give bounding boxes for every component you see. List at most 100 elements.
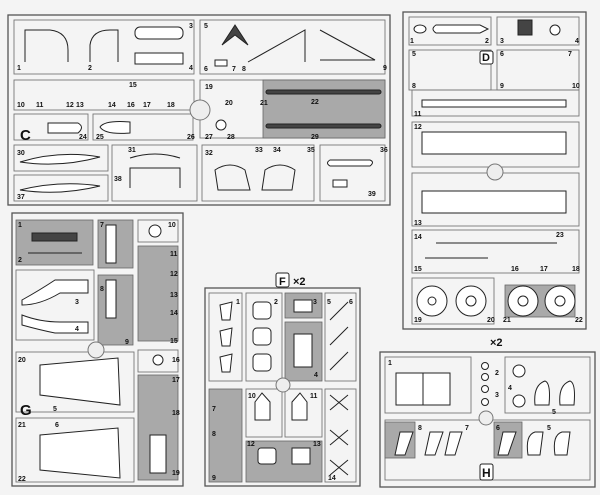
part-number: 36: [380, 147, 388, 154]
part-number: 10: [17, 102, 25, 109]
part-number: 2: [18, 257, 22, 264]
part-number: 21: [260, 100, 268, 107]
part-number: 3: [313, 299, 317, 306]
part-number: 22: [18, 476, 26, 483]
part-number: 10: [248, 393, 256, 400]
sprue-f-frame: [204, 287, 361, 487]
part-number: 2: [274, 299, 278, 306]
part-number: 11: [170, 251, 178, 258]
part-number: 14: [328, 475, 336, 482]
part-number: 11: [414, 111, 422, 118]
part-number: 7: [465, 425, 469, 432]
sprue-letter: D: [482, 52, 490, 64]
part-number: 34: [273, 147, 281, 154]
sprue-f: F ×2 1 2 3 5 6 4 10: [204, 272, 361, 487]
part-number: 2: [485, 38, 489, 45]
part-number: 10: [168, 222, 176, 229]
part-number: 29: [311, 134, 319, 141]
part-number: 10: [572, 83, 580, 90]
part-number: 26: [187, 134, 195, 141]
part-numbers: 1 2 3 4 5 6 7 8 9 10 11 12 13 14 15 16 1…: [410, 38, 583, 324]
part-number: 9: [212, 475, 216, 482]
part-number: 33: [255, 147, 263, 154]
shaded-area: [262, 79, 386, 139]
part-number: 16: [127, 102, 135, 109]
part-number: 6: [500, 51, 504, 58]
rod-part-29: [265, 123, 382, 129]
part-number: 1: [410, 38, 414, 45]
sprue-h-frame: [379, 351, 596, 488]
part-number: 4: [75, 326, 79, 333]
part-number: 12: [170, 271, 178, 278]
part-number: 4: [575, 38, 579, 45]
part-number: 13: [414, 220, 422, 227]
part-number: 5: [552, 409, 556, 416]
part-number: 13: [170, 292, 178, 299]
sprue-d-frame: [402, 11, 587, 330]
part-number: 15: [129, 82, 137, 89]
sprue-g-frame: [11, 212, 184, 487]
part-number: 8: [242, 66, 246, 73]
part-number: 17: [143, 102, 151, 109]
part-number: 18: [167, 102, 175, 109]
part-number: 18: [172, 410, 180, 417]
part-number: 21: [503, 317, 511, 324]
sprue-c-frame: [7, 14, 391, 206]
part-number: 1: [388, 360, 392, 367]
part-number: 22: [311, 99, 319, 106]
rod-part-22: [265, 89, 382, 95]
part-number: 39: [368, 191, 376, 198]
part-number: 1: [17, 65, 21, 72]
part-number: 5: [53, 406, 57, 413]
part-number: 37: [17, 194, 25, 201]
part-number: 2: [495, 370, 499, 377]
canopy-frame-part: [24, 29, 119, 62]
part-number: 3: [495, 392, 499, 399]
part-number: 1: [18, 222, 22, 229]
sprue-h: ×2 H 1 2 3 4 5 8 7 6: [379, 337, 596, 488]
part-number: 8: [212, 431, 216, 438]
sprue-letter: G: [20, 402, 32, 419]
part-number: 8: [412, 83, 416, 90]
part-numbers: 1 2 3 4 5 8 7 6 5: [388, 360, 556, 432]
part-number: 18: [572, 266, 580, 273]
part-number: 21: [18, 422, 26, 429]
part-number: 19: [414, 317, 422, 324]
part-number: 4: [508, 385, 512, 392]
part-number: 17: [540, 266, 548, 273]
part-number: 12: [414, 124, 422, 131]
part-number: 16: [511, 266, 519, 273]
quantity-label: ×2: [490, 337, 503, 349]
part-number: 24: [79, 134, 87, 141]
sprue-g: G 1 2 7 10 11 12 13 14 15 3 4 8 9 20 5 1…: [11, 212, 184, 487]
part-number: 5: [327, 299, 331, 306]
quantity-label: ×2: [293, 276, 306, 288]
part-number: 9: [383, 65, 387, 72]
part-number: 35: [307, 147, 315, 154]
part-number: 16: [172, 357, 180, 364]
part-numbers: 1 2 3 5 6 4 10 11 7 8 9 12 13 14: [212, 299, 353, 482]
part-number: 11: [310, 393, 318, 400]
part-number: 6: [55, 422, 59, 429]
part-number: 9: [500, 83, 504, 90]
part-number: 14: [108, 102, 116, 109]
part-number: 3: [500, 38, 504, 45]
part-number: 20: [18, 357, 26, 364]
part-number: 4: [189, 65, 193, 72]
part-number: 31: [128, 147, 136, 154]
part-number: 32: [205, 150, 213, 157]
part-number: 6: [349, 299, 353, 306]
part-number: 27: [205, 134, 213, 141]
sprue-letter: H: [482, 466, 491, 480]
part-number: 15: [414, 266, 422, 273]
sprue-letter: F: [279, 276, 286, 288]
part-number: 17: [172, 377, 180, 384]
part-numbers: 1 2 7 10 11 12 13 14 15 3 4 8 9 20 5 16 …: [18, 222, 180, 483]
part-number: 5: [412, 51, 416, 58]
part-number: 6: [496, 425, 500, 432]
part-number: 15: [170, 338, 178, 345]
part-number: 30: [17, 150, 25, 157]
sprue-c: C 1 2 3 4 5 6 7 8 9 10 11 12 13 14 15 16…: [7, 14, 391, 206]
part-number: 4: [314, 372, 318, 379]
part-number: 19: [172, 470, 180, 477]
